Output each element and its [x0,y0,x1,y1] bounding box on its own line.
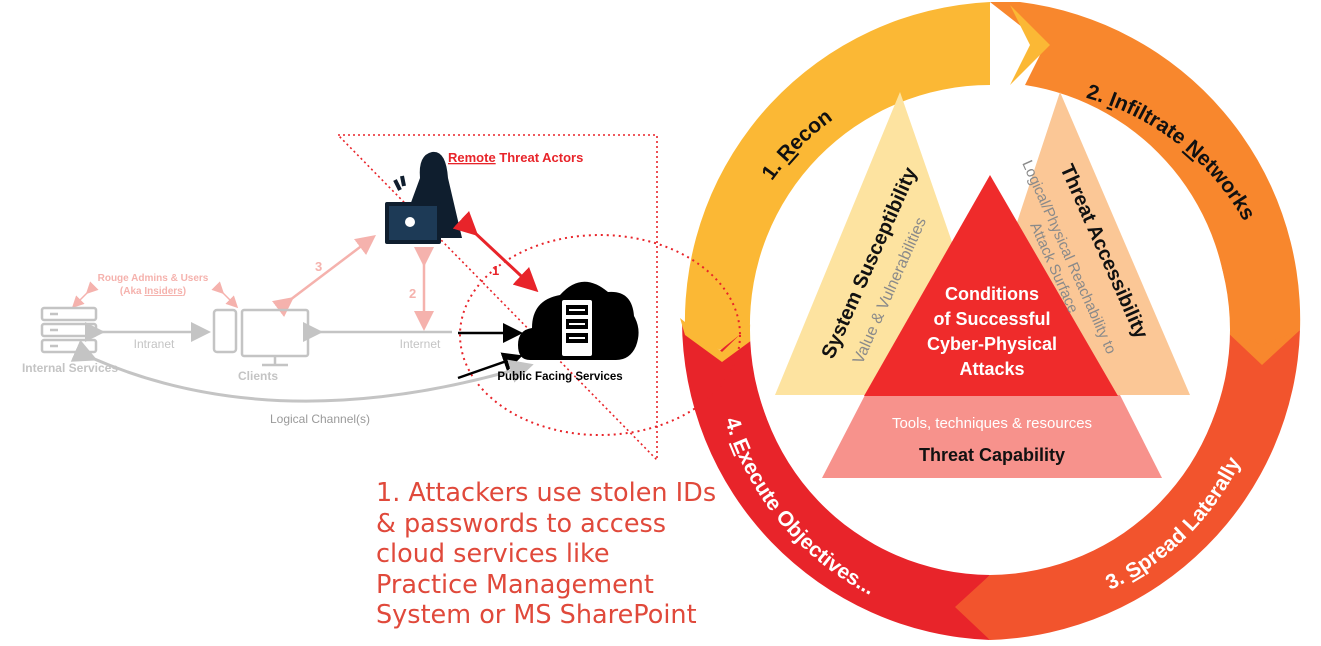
public-services-dotted-circle [459,234,741,436]
ring-segment-execute [681,320,990,640]
path-1-arrow [452,210,539,293]
logical-channel-curve [70,339,534,403]
center-line-3: Cyber-Physical [927,334,1057,354]
caption-line-2: & passwords to access [376,508,667,539]
path-2-label: 2 [409,286,416,301]
path-1-label: 1 [492,263,499,278]
public-facing-services-label: Public Facing Services [497,371,622,383]
clients-icon [212,308,310,367]
ring-arrowhead-1 [680,315,760,362]
internet-label: Internet [400,337,441,351]
conditions-triangle [775,92,1190,478]
caption-line-5: System or MS SharePoint [376,600,697,630]
intranet-label: Intranet [134,337,175,351]
cloud-server-icon [518,281,639,360]
attack-surface-dotted-outline [337,134,658,462]
triangle-threat-capability [822,395,1162,478]
logical-channels-label: Logical Channel(s) [270,412,370,426]
ring-segment-infiltrate [990,2,1301,360]
threat-actor-icon [385,151,462,244]
ring-arrowhead-2 [1010,5,1050,85]
path-3-arrow [272,234,376,318]
ring-segment-recon [684,2,990,350]
remote-threat-actors-label: Remote Threat Actors [448,150,583,165]
rouge-admins-arrow-left [71,281,99,309]
server-icon [40,306,98,354]
clients-label: Clients [238,369,278,383]
triangle-center-conditions [864,175,1118,396]
ring-arrowhead-3 [1225,330,1300,365]
threat-capability-subtitle: Tools, techniques & resources [892,415,1092,432]
center-line-2: of Successful [933,309,1050,329]
caption-line-4: Practice Management [376,569,654,600]
rouge-admins-arrow-right [211,281,239,309]
center-line-4: Attacks [959,359,1024,379]
caption-line-1: 1. Attackers use stolen IDs [376,478,717,508]
ring-arrowhead-4 [955,575,990,640]
path-3-label: 3 [315,259,322,274]
caption-line-3: cloud services like [376,539,610,569]
threat-capability-title: Threat Capability [919,445,1065,465]
center-line-1: Conditions [945,284,1039,304]
rouge-admins-label: Rouge Admins & Users [98,273,209,284]
attack-caption: 1. Attackers use stolen IDs & passwords … [376,478,736,631]
aka-insiders-label: (Aka Insiders) [120,286,186,297]
